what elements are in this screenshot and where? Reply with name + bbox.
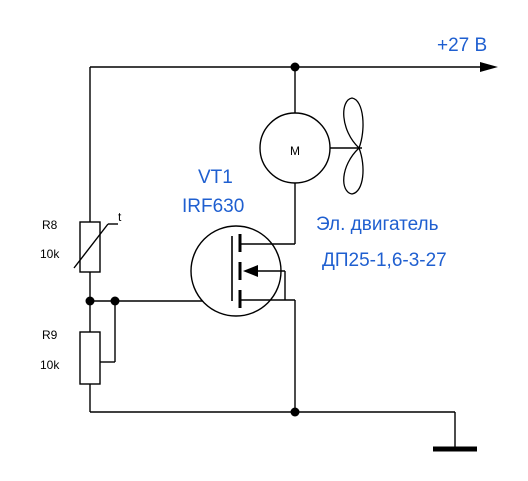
supply-label: +27 В xyxy=(437,35,487,56)
mosfet-arrow-icon xyxy=(243,265,258,277)
r8-value: 10k xyxy=(40,247,60,261)
r8-designator: R8 xyxy=(42,218,58,232)
motor-label-line1: Эл. двигатель xyxy=(316,214,439,235)
r8-marker: t xyxy=(118,210,122,224)
r9-value: 10k xyxy=(40,358,60,372)
motor-label-line2: ДП25-1,6-3-27 xyxy=(322,250,447,271)
transistor-designator: VT1 xyxy=(198,167,233,188)
motor-symbol: M xyxy=(290,144,300,158)
r9-resistor xyxy=(79,331,101,385)
fan-blade-lower-icon xyxy=(343,146,364,195)
transistor-part: IRF630 xyxy=(182,196,244,217)
supply-arrow-icon xyxy=(480,62,498,72)
fan-blade-upper-icon xyxy=(343,97,364,150)
r9-designator: R9 xyxy=(42,328,58,342)
thermistor-slash xyxy=(73,223,109,269)
